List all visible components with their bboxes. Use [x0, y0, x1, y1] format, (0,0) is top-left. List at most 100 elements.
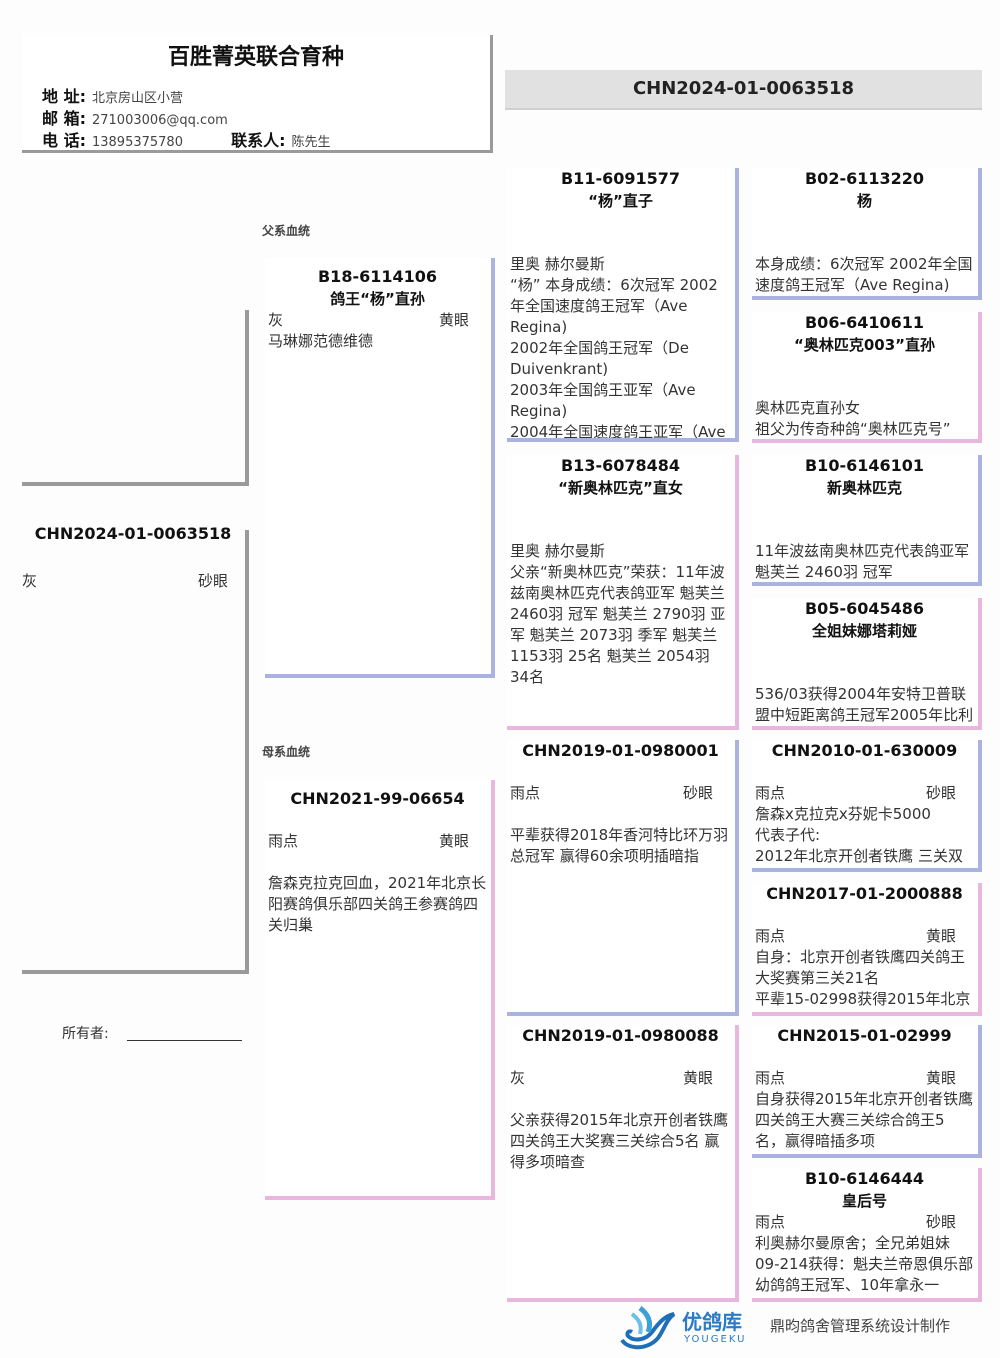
pedigree-box-sd[interactable]: B13-6078484“新奥林匹克”直女里奥 赫尔曼斯父亲“新奥林匹克”荣获：1… — [507, 455, 739, 730]
yougeku-logo: 优鸽库 YOUGEKU — [618, 1302, 768, 1352]
eye-type: 砂眼 — [925, 1213, 956, 1231]
eye-type: 砂眼 — [925, 784, 956, 802]
pedigree-note: 平辈15-02998获得2015年北京 — [755, 990, 971, 1008]
spacer — [755, 1047, 974, 1068]
dam-connector-horizontal — [22, 970, 249, 974]
feather-eye-row: 雨点 砂眼 — [755, 783, 974, 804]
subject-color: 灰 — [22, 572, 38, 590]
footer-credit: 鼎昀鸽舍管理系统设计制作 — [770, 1317, 951, 1335]
pedigree-note — [510, 233, 731, 254]
pedigree-note: 2012年北京开创者铁鹰 三关双 — [755, 847, 963, 865]
feather-color: 雨点 — [510, 784, 541, 802]
pedigree-box-dsd[interactable]: CHN2017-01-2000888 雨点 黄眼自身：北京开创者铁鹰四关鸽王大奖赛第… — [752, 883, 982, 1016]
pedigree-note — [510, 804, 731, 825]
pedigree-box-sss[interactable]: B02-6113220 杨本身成绩：6次冠军 2002年全国速度鸽王冠军（Ave … — [752, 168, 982, 300]
logo-text-cn: 优鸽库 — [682, 1310, 742, 1334]
pedigree-box-sire[interactable]: B18-6114106 鸽王“杨”直孙灰黄眼马琳娜范德维德 — [265, 258, 495, 678]
spacer — [510, 212, 731, 233]
owner-signature-line[interactable] — [127, 1040, 242, 1041]
spacer — [510, 762, 731, 783]
pedigree-note — [268, 852, 487, 873]
feather-eye-row: 灰黄眼 — [268, 310, 487, 331]
spacer — [755, 212, 974, 233]
pedigree-note: 魁芙兰 2460羽 冠军 — [755, 563, 893, 581]
pedigree-note: 里奥 赫尔曼斯 — [510, 542, 605, 560]
spacer — [510, 1047, 731, 1068]
pedigree-note: 自身获得2015年北京开创者铁鹰四关鸽王大赛三关综合鸽王5名，赢得暗插多项 — [755, 1090, 974, 1150]
pedigree-note: 本身成绩：6次冠军 2002年全国速度鸽王冠军（Ave Regina) — [755, 255, 973, 294]
ring-number: B02-6113220 — [804, 169, 925, 188]
ring-number: CHN2017-01-2000888 — [766, 884, 963, 903]
pigeon-name: 全姐妹娜塔莉娅 — [811, 622, 917, 640]
ring-number: B18-6114106 — [317, 267, 438, 286]
eye-type: 黄眼 — [682, 1069, 713, 1087]
pedigree-note: 2003年全国鸽王亚军（Ave Regina) — [510, 381, 696, 420]
spacer — [755, 905, 974, 926]
pedigree-note: 詹森x克拉克x芬妮卡5000 — [755, 805, 931, 823]
ring-number: B05-6045486 — [804, 599, 925, 618]
ring-number: B11-6091577 — [560, 169, 681, 188]
subject-ring-number: CHN2024-01-0063518 — [34, 524, 232, 543]
breeder-header: 百胜菁英联合育种 地 址:北京房山区小营 邮 箱:271003006@qq.co… — [22, 35, 493, 153]
pigeon-name: 皇后号 — [841, 1192, 887, 1210]
pedigree-box-ssd[interactable]: B06-6410611“奥林匹克003”直孙奥林匹克直孙女祖父为传奇种鸽“奥林匹… — [752, 312, 982, 443]
dam-section-label: 母系血统 — [262, 745, 311, 759]
pedigree-note: 平辈获得2018年香河特比环万羽总冠军 赢得60余项明插暗指 — [510, 826, 729, 865]
pedigree-note: 马琳娜范德维德 — [268, 332, 374, 350]
address-label: 地 址: — [42, 87, 86, 106]
pedigree-box-ddd[interactable]: B10-6146444 皇后号雨点 砂眼利奥赫尔曼原舍；全兄弟姐妹09-214获得：… — [752, 1168, 982, 1302]
contact-value: 陈先生 — [291, 135, 331, 150]
email-label: 邮 箱: — [42, 109, 86, 128]
ring-number: B06-6410611 — [804, 313, 925, 332]
feather-color: 雨点 — [755, 1069, 786, 1087]
sire-section-label: 父系血统 — [262, 224, 311, 238]
pedigree-note: 父亲获得2015年北京开创者铁鹰四关鸽王大奖赛三关综合5名 赢得多项暗查 — [510, 1111, 729, 1171]
sire-connector-vertical — [245, 310, 249, 486]
spacer — [510, 499, 731, 520]
ring-number: CHN2010-01-630009 — [771, 741, 958, 760]
feather-color: 雨点 — [268, 832, 299, 850]
phone-value: 13895375780 — [91, 135, 183, 150]
ring-number: B10-6146444 — [804, 1169, 925, 1188]
pedigree-note: 奥林匹克直孙女 — [755, 399, 861, 417]
subject-eye: 砂眼 — [197, 572, 228, 590]
feather-eye-row: 灰黄眼 — [510, 1068, 731, 1089]
feather-color: 雨点 — [755, 927, 786, 945]
feather-eye-row: 雨点黄眼 — [755, 1068, 974, 1089]
pedigree-title-bar: CHN2024-01-0063518 — [505, 70, 982, 110]
pedigree-note: 536/03获得2004年安特卫普联盟中短距离鸽王冠军2005年比利时KBDB全… — [755, 685, 974, 724]
breeder-name: 百胜菁英联合育种 — [167, 45, 344, 70]
dam-connector-vertical — [245, 530, 249, 974]
owner-label: 所有者: — [62, 1026, 109, 1042]
pedigree-box-dds[interactable]: CHN2015-01-02999 雨点黄眼自身获得2015年北京开创者铁鹰四关鸽王… — [752, 1025, 982, 1158]
ring-number: CHN2015-01-02999 — [777, 1026, 952, 1045]
ring-number: B10-6146101 — [804, 456, 925, 475]
eye-type: 黄眼 — [925, 927, 956, 945]
pedigree-box-sdd[interactable]: B05-6045486 全姐妹娜塔莉娅 536/03获得2004年安特卫普联盟中短距… — [752, 598, 982, 730]
spacer — [755, 356, 974, 377]
feather-eye-row: 雨点 砂眼 — [755, 1212, 974, 1233]
logo-text-en: YOUGEKU — [684, 1334, 747, 1345]
pigeon-name: 鸽王“杨”直孙 — [330, 290, 425, 308]
pedigree-note: 自身：北京开创者铁鹰四关鸽王大奖赛第三关21名 — [755, 948, 966, 987]
feather-color: 雨点 — [755, 784, 786, 802]
pigeon-name: “奥林匹克003”直孙 — [793, 336, 936, 354]
ring-number: CHN2019-01-0980088 — [522, 1026, 719, 1045]
feather-color: 雨点 — [755, 1213, 786, 1231]
pedigree-note: 父亲“新奥林匹克”荣获：11年波兹南奥林匹克代表鸽亚军 魁芙兰 2460羽 冠军… — [510, 563, 726, 686]
pedigree-note: 利奥赫尔曼原舍；全兄弟姐妹09-214获得：魁夫兰帝恩俱乐部幼鸽鸽王冠军、10年… — [755, 1234, 974, 1294]
pedigree-box-ss[interactable]: B11-6091577“杨”直子里奥 赫尔曼斯“杨” 本身成绩：6次冠军 200… — [507, 168, 739, 442]
pigeon-name: “新奥林匹克”直女 — [558, 479, 683, 497]
pedigree-box-dd[interactable]: CHN2019-01-0980088 灰黄眼父亲获得2015年北京开创者铁鹰四关鸽… — [507, 1025, 739, 1302]
pedigree-note: 11年波兹南奥林匹克代表鸽亚军 — [755, 542, 970, 560]
pigeon-name: “杨”直子 — [588, 192, 653, 210]
pedigree-note — [510, 520, 731, 541]
spacer — [755, 762, 974, 783]
pigeon-name: 杨 — [856, 192, 872, 210]
ring-number: CHN2021-99-06654 — [290, 789, 465, 808]
phone-row: 电 话:13895375780 联系人:陈先生 — [42, 127, 331, 151]
